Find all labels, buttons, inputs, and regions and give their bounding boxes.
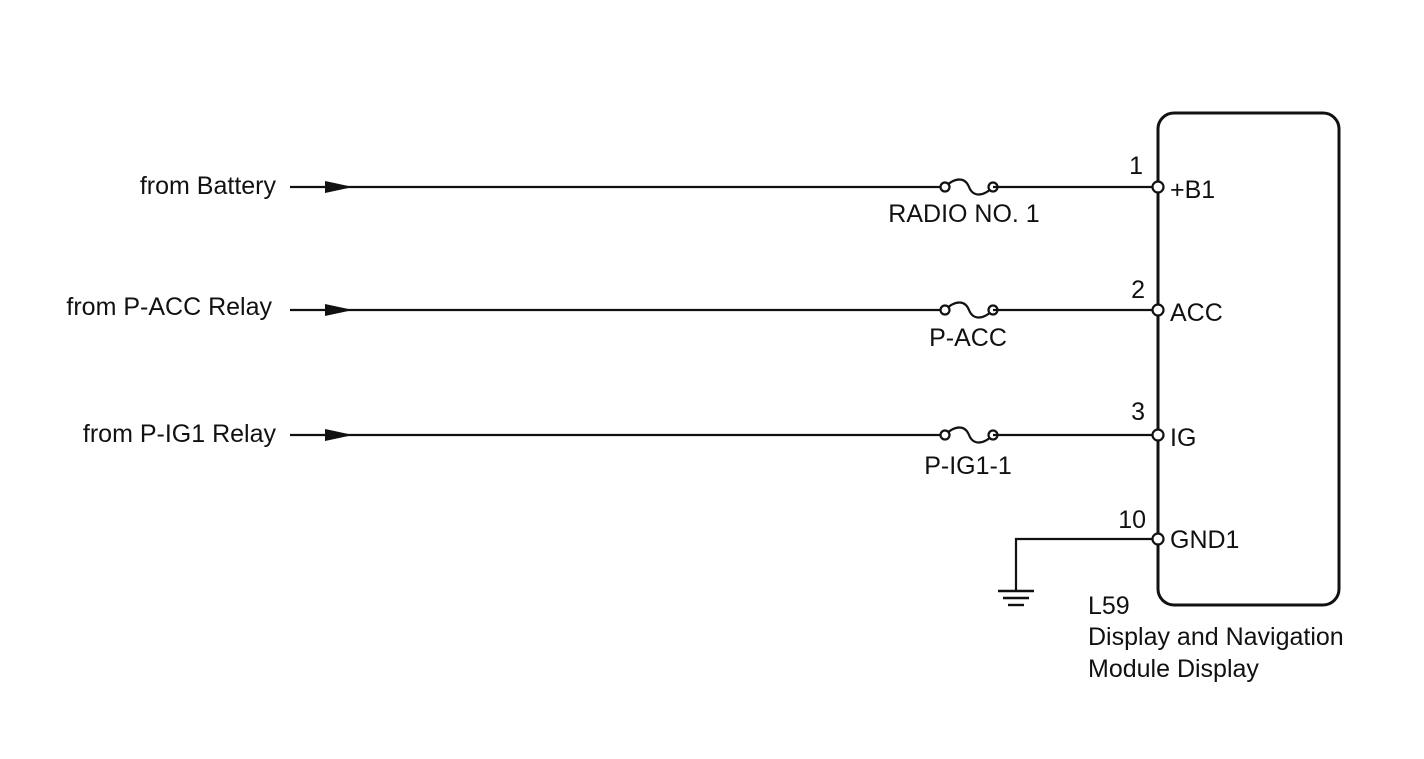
terminal-label: ACC bbox=[1170, 299, 1223, 327]
pin-number: 3 bbox=[1131, 398, 1145, 426]
fuse-label: P-IG1-1 bbox=[924, 452, 1012, 480]
circuit-battery: from Battery RADIO NO. 1 1 +B1 bbox=[140, 152, 1215, 228]
arrow-icon bbox=[325, 304, 353, 316]
component-name-line1: Display and Navigation bbox=[1088, 623, 1344, 651]
pin-number: 2 bbox=[1131, 276, 1145, 304]
circuit-p-acc: from P-ACC Relay P-ACC 2 ACC bbox=[66, 276, 1222, 352]
pin-number: 10 bbox=[1118, 506, 1146, 534]
component-code: L59 bbox=[1088, 592, 1130, 620]
fuse-icon bbox=[939, 426, 999, 444]
component-box bbox=[1156, 111, 1341, 607]
terminal-label: IG bbox=[1170, 424, 1196, 452]
ground-icon bbox=[998, 589, 1034, 607]
arrow-icon bbox=[325, 181, 353, 193]
connector-pin bbox=[1151, 532, 1165, 546]
terminal-label: GND1 bbox=[1170, 526, 1239, 554]
source-label: from P-ACC Relay bbox=[66, 293, 272, 321]
ground-wire bbox=[1014, 537, 1153, 590]
component-label: L59 Display and Navigation Module Displa… bbox=[1088, 592, 1344, 683]
fuse-icon bbox=[939, 178, 999, 196]
connector-pin bbox=[1151, 428, 1165, 442]
circuit-p-ig1: from P-IG1 Relay P-IG1-1 3 IG bbox=[83, 398, 1197, 480]
pin-number: 1 bbox=[1129, 152, 1143, 180]
fuse-label: RADIO NO. 1 bbox=[888, 200, 1039, 228]
connector-pin bbox=[1151, 303, 1165, 317]
source-label: from Battery bbox=[140, 172, 277, 200]
component-name-line2: Module Display bbox=[1088, 655, 1259, 683]
fuse-label: P-ACC bbox=[929, 324, 1007, 352]
arrow-icon bbox=[325, 429, 353, 441]
fuse-icon bbox=[939, 301, 999, 319]
terminal-label: +B1 bbox=[1170, 176, 1215, 204]
source-label: from P-IG1 Relay bbox=[83, 420, 277, 448]
connector-pin bbox=[1151, 180, 1165, 194]
circuit-ground: 10 GND1 bbox=[998, 506, 1239, 607]
